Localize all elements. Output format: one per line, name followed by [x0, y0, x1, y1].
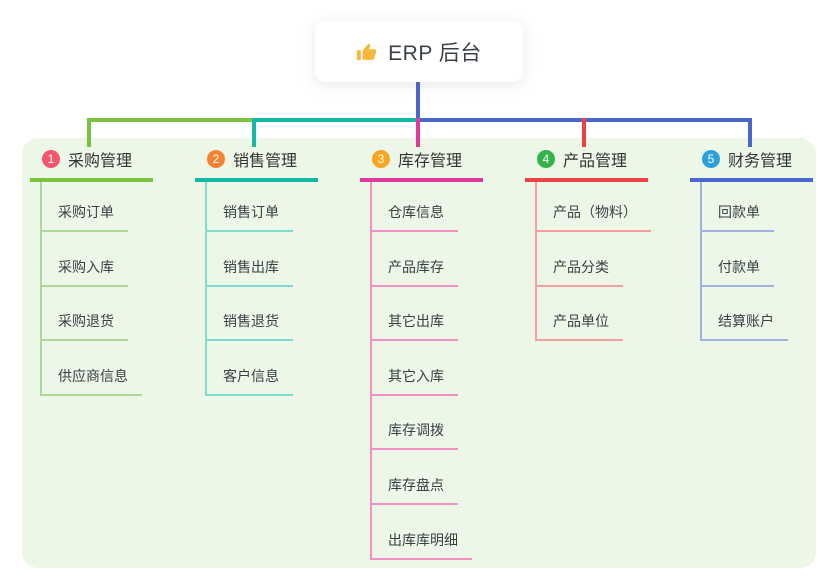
child-node[interactable]: 产品单位 — [535, 311, 623, 341]
child-rail-line-3 — [370, 180, 372, 560]
branch-badge-5: 5 — [702, 150, 720, 168]
child-node[interactable]: 仓库信息 — [370, 202, 458, 232]
child-node[interactable]: 出库库明细 — [370, 530, 472, 560]
child-node[interactable]: 库存调拨 — [370, 420, 458, 450]
branch-badge-1: 1 — [42, 150, 60, 168]
branch-label-2: 销售管理 — [233, 153, 298, 170]
child-node[interactable]: 其它入库 — [370, 366, 458, 396]
child-node[interactable]: 销售出库 — [205, 257, 293, 287]
branch-badge-2: 2 — [207, 150, 225, 168]
child-node[interactable]: 销售退货 — [205, 311, 293, 341]
child-rail-line-1 — [40, 180, 42, 396]
child-node[interactable]: 客户信息 — [205, 366, 293, 396]
child-node[interactable]: 采购入库 — [40, 257, 128, 287]
branch-badge-3: 3 — [372, 150, 390, 168]
child-node[interactable]: 采购退货 — [40, 311, 128, 341]
branch-badge-4: 4 — [537, 150, 555, 168]
child-rail-line-4 — [535, 180, 537, 341]
child-node[interactable]: 库存盘点 — [370, 475, 458, 505]
child-node[interactable]: 产品库存 — [370, 257, 458, 287]
root-title: ERP 后台 — [388, 41, 482, 65]
child-node[interactable]: 回款单 — [700, 202, 774, 232]
child-node[interactable]: 付款单 — [700, 257, 774, 287]
branch-node-2[interactable]: 2 销售管理 — [195, 146, 318, 182]
child-node[interactable]: 供应商信息 — [40, 366, 142, 396]
child-node[interactable]: 结算账户 — [700, 311, 788, 341]
child-node[interactable]: 采购订单 — [40, 202, 128, 232]
branch-drop-line-3 — [416, 118, 420, 147]
child-node[interactable]: 销售订单 — [205, 202, 293, 232]
branch-drop-line-4 — [582, 118, 586, 147]
branch-drop-line-1 — [87, 118, 91, 147]
branch-node-5[interactable]: 5 财务管理 — [690, 146, 813, 182]
branch-label-4: 产品管理 — [563, 153, 628, 170]
branch-node-4[interactable]: 4 产品管理 — [525, 146, 648, 182]
branch-label-3: 库存管理 — [398, 153, 463, 170]
branch-label-5: 财务管理 — [728, 153, 793, 170]
child-node[interactable]: 产品（物料） — [535, 202, 651, 232]
thumbs-up-icon — [357, 43, 377, 60]
root-node[interactable]: ERP 后台 — [315, 21, 523, 82]
mindmap-panel — [22, 138, 816, 568]
branch-node-1[interactable]: 1 采购管理 — [30, 146, 153, 182]
bus-segment-1 — [87, 118, 256, 122]
bus-segment-2 — [254, 118, 420, 122]
child-rail-line-2 — [205, 180, 207, 396]
root-connector-line — [416, 82, 420, 118]
child-node[interactable]: 其它出库 — [370, 311, 458, 341]
branch-node-3[interactable]: 3 库存管理 — [360, 146, 483, 182]
branch-drop-line-2 — [252, 118, 256, 147]
child-node[interactable]: 产品分类 — [535, 257, 623, 287]
branch-label-1: 采购管理 — [68, 153, 133, 170]
child-rail-line-5 — [700, 180, 702, 341]
branch-drop-line-5 — [748, 118, 752, 147]
